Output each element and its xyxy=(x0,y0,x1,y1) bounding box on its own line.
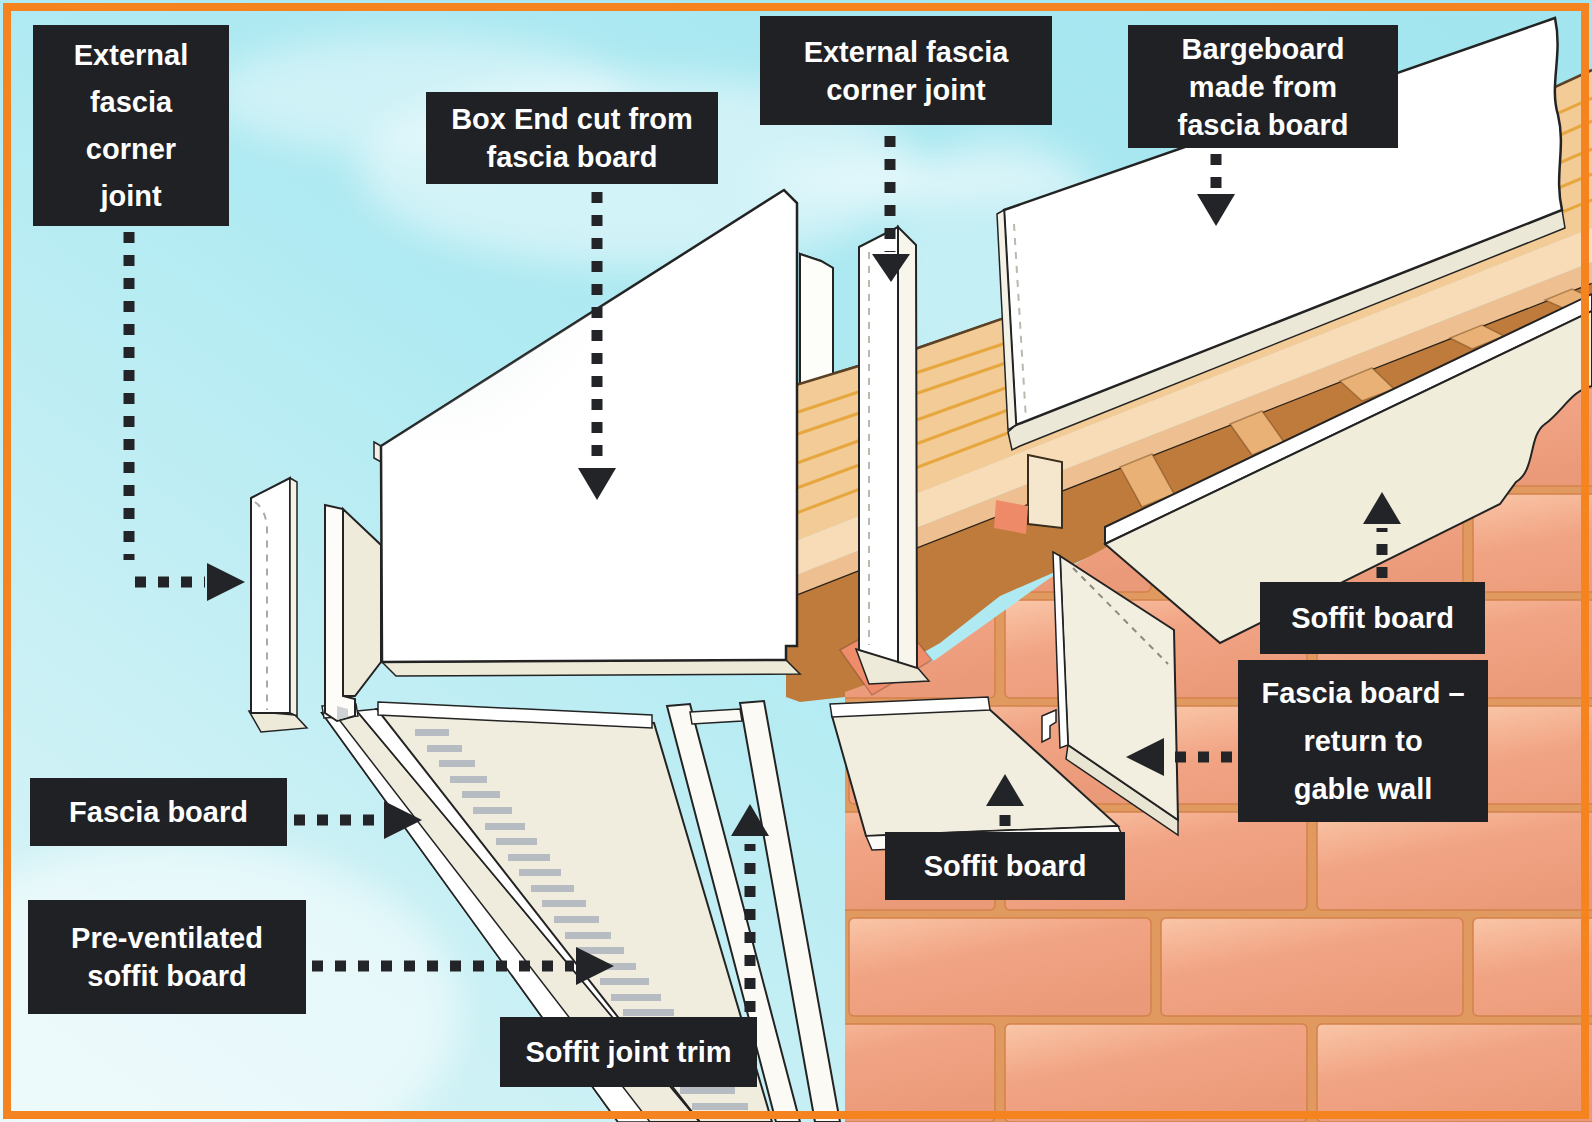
label-text: Fascia board xyxy=(30,793,287,831)
label-text: Soffit board xyxy=(1260,599,1485,637)
label-text: External fascia corner joint xyxy=(760,33,1052,109)
label-text: Box End cut from fascia board xyxy=(426,100,718,176)
label-text: Soffit board xyxy=(885,847,1125,885)
label-soffit-joint-trim: Soffit joint trim xyxy=(500,1017,757,1087)
label-bargeboard: Bargeboard made from fascia board xyxy=(1128,25,1398,148)
label-fascia-board: Fascia board xyxy=(30,778,287,846)
label-fascia-return: Fascia board – return to gable wall xyxy=(1238,660,1488,822)
label-soffit-board-right: Soffit board xyxy=(1260,582,1485,654)
label-text: Fascia board – return to gable wall xyxy=(1238,669,1488,813)
label-external-fascia-corner-joint-left: External fascia corner joint xyxy=(33,25,229,226)
label-pre-ventilated-soffit: Pre-ventilated soffit board xyxy=(28,900,306,1014)
label-text: Bargeboard made from fascia board xyxy=(1128,30,1398,144)
label-text: Pre-ventilated soffit board xyxy=(28,919,306,995)
label-text: Soffit joint trim xyxy=(500,1033,757,1071)
label-box-end: Box End cut from fascia board xyxy=(426,92,718,184)
label-external-fascia-corner-joint-top: External fascia corner joint xyxy=(760,16,1052,125)
label-text: External fascia corner joint xyxy=(33,32,229,220)
label-soffit-board-bottom: Soffit board xyxy=(885,832,1125,900)
beam-end-face xyxy=(1028,455,1062,528)
box-end-side-piece xyxy=(800,254,833,390)
